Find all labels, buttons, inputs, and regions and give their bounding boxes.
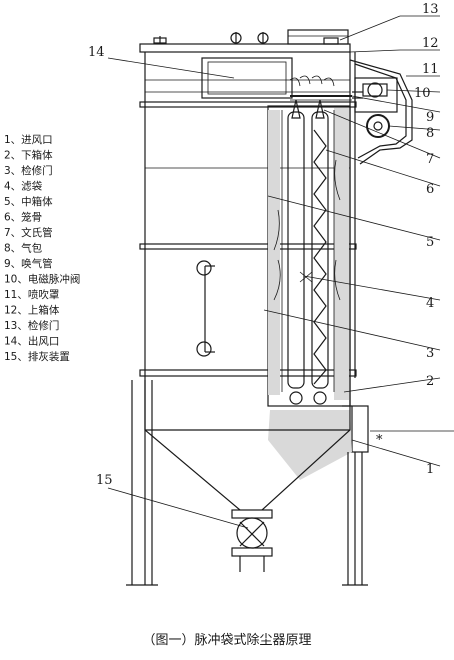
legend-item: 6、笼骨 <box>4 211 42 224</box>
legend-item: 10、电磁脉冲阀 <box>4 273 80 286</box>
legend-item: 1、进风口 <box>4 134 53 146</box>
callout-12: 12 <box>422 36 439 51</box>
callout-8: 8 <box>426 126 434 141</box>
legend-item: 12、上箱体 <box>4 304 60 317</box>
legend-item: 2、下箱体 <box>4 149 53 162</box>
callout-4: 4 <box>426 296 434 311</box>
callout-14: 14 <box>88 45 105 60</box>
callout-9: 9 <box>426 110 434 125</box>
figure-caption: （图一）脉冲袋式除尘器原理 <box>142 633 311 648</box>
callout-15: 15 <box>96 473 113 488</box>
callout-13: 13 <box>422 2 439 17</box>
outlet-box <box>201 57 293 99</box>
venturi-tubes <box>289 75 335 119</box>
parts-legend: 1、进风口 2、下箱体 3、检修门 4、滤袋 5、中箱体 6、笼骨 7、文氏管 8、气包 9、唤… <box>4 134 80 363</box>
air-bag <box>366 114 390 138</box>
discharge-valve <box>231 509 273 572</box>
blow-housing <box>349 59 413 165</box>
top-handles <box>153 29 349 45</box>
support-legs <box>126 380 368 586</box>
legend-item: 15、排灰装置 <box>4 350 70 363</box>
callout-numbers: 13 12 11 10 9 8 7 6 5 4 3 2 1 14 15 <box>88 2 439 488</box>
pulse-valve <box>367 82 383 98</box>
legend-item: 5、中箱体 <box>4 195 53 208</box>
callout-3: 3 <box>426 346 434 361</box>
legend-item: 7、文氏管 <box>4 226 53 239</box>
callout-2: 2 <box>426 374 434 389</box>
callout-7: 7 <box>426 152 434 167</box>
vessel-body <box>139 29 413 378</box>
legend-item: 3、检修门 <box>4 164 53 177</box>
callout-5: 5 <box>426 235 434 250</box>
inlet-duct: * <box>342 405 454 453</box>
callout-10: 10 <box>414 86 431 101</box>
leader-lines <box>107 15 441 529</box>
callout-11: 11 <box>422 62 439 77</box>
legend-item: 11、喷吹罩 <box>4 288 59 301</box>
side-access-door <box>196 260 215 357</box>
filter-bags <box>281 110 335 392</box>
callout-1: 1 <box>426 462 434 477</box>
filter-compartment <box>267 75 352 407</box>
legend-item: 9、唤气管 <box>4 257 53 270</box>
hopper <box>144 378 352 511</box>
legend-item: 4、滤袋 <box>4 180 43 193</box>
legend-item: 13、检修门 <box>4 319 59 332</box>
svg-text:*: * <box>376 433 383 448</box>
legend-item: 8、气包 <box>4 242 43 255</box>
legend-item: 14、出风口 <box>4 335 59 348</box>
filter-cage <box>313 129 327 385</box>
callout-6: 6 <box>426 182 434 197</box>
body-flanges <box>139 79 357 377</box>
